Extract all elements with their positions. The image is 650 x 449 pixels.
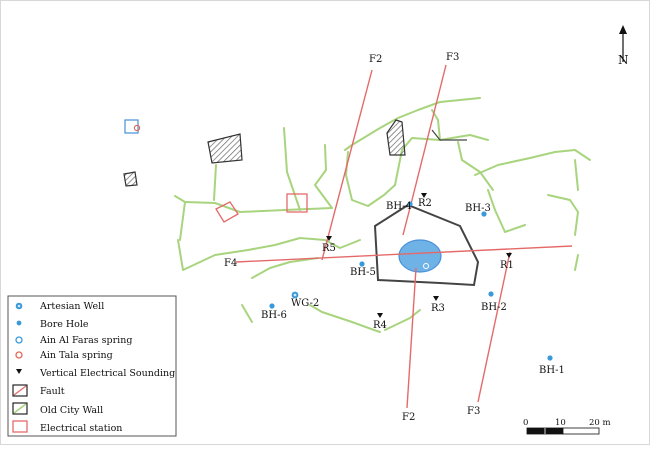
legend-label: Old City Wall bbox=[40, 405, 103, 416]
ves-label: R5 bbox=[322, 243, 336, 254]
wall-segment bbox=[474, 149, 591, 176]
bore-hole-label: BH-1 bbox=[539, 365, 565, 376]
wall-segment bbox=[241, 304, 253, 323]
electrical-station bbox=[124, 119, 139, 134]
ves-label: R2 bbox=[418, 198, 432, 209]
building bbox=[207, 133, 243, 164]
ain-tala-spring-icon bbox=[133, 124, 141, 132]
wall-swatch-icon bbox=[12, 402, 28, 415]
spring-ring-icon bbox=[15, 351, 23, 359]
legend-label: Vertical Electrical Sounding bbox=[39, 368, 175, 379]
ves-label: R1 bbox=[500, 260, 514, 271]
fault-label: F3 bbox=[467, 406, 480, 417]
wall-segment bbox=[213, 164, 217, 201]
wall-segment bbox=[574, 159, 579, 191]
fault-line-f3-south bbox=[477, 251, 511, 403]
fault-label: F4 bbox=[224, 258, 237, 269]
legend-label: Ain Al Faras spring bbox=[39, 335, 132, 346]
fault-line-f3-north bbox=[411, 64, 447, 201]
wall-segment bbox=[283, 127, 301, 211]
artesian-well-icon-core bbox=[293, 293, 297, 297]
ves-markers bbox=[326, 193, 512, 318]
legend-label: Bore Hole bbox=[40, 319, 89, 330]
legend-label: Fault bbox=[40, 386, 65, 397]
fault-line-f2-north bbox=[321, 69, 373, 261]
artesian-well-icon-core bbox=[17, 304, 21, 308]
legend: Artesian Well Bore Hole Ain Al Faras spr… bbox=[7, 295, 177, 437]
spring-ring-icon bbox=[15, 336, 23, 344]
bore-hole-label: BH-2 bbox=[481, 302, 507, 313]
north-arrow: N bbox=[618, 25, 629, 67]
artesian-well-label: WG-2 bbox=[291, 298, 319, 309]
wall-segment bbox=[547, 194, 579, 236]
triangle-down-icon bbox=[433, 296, 439, 301]
scale-label: 0 bbox=[523, 418, 528, 428]
legend-box bbox=[7, 295, 177, 437]
north-label: N bbox=[618, 53, 629, 67]
triangle-down-icon bbox=[16, 369, 22, 374]
bore-hole-label: BH-4 bbox=[386, 201, 412, 212]
wall-segment bbox=[177, 239, 249, 271]
scale-label: 20 m bbox=[589, 418, 611, 428]
wall-segment bbox=[411, 134, 489, 141]
electrical-station bbox=[215, 201, 239, 223]
legend-label: Electrical station bbox=[40, 423, 122, 434]
fault-swatch-line bbox=[13, 385, 27, 396]
triangle-down-icon bbox=[506, 253, 512, 258]
fault-line-f4 bbox=[235, 245, 573, 263]
wall-segment bbox=[314, 144, 333, 209]
fault-label: F2 bbox=[402, 412, 415, 423]
legend-label: Ain Tala spring bbox=[39, 350, 113, 361]
station-swatch-icon bbox=[12, 420, 28, 433]
bore-holes bbox=[269, 201, 553, 361]
bore-hole-icon bbox=[359, 261, 365, 267]
building bbox=[431, 129, 467, 141]
bore-hole-icon bbox=[547, 355, 553, 361]
scale-bar: 0 10 20 m bbox=[523, 418, 611, 435]
central-enclosure bbox=[373, 203, 480, 287]
ain-al-faras-spring-pool bbox=[398, 239, 442, 273]
wall-segment bbox=[384, 309, 421, 331]
wall-segment bbox=[345, 151, 396, 207]
bore-hole-label: BH-5 bbox=[350, 267, 376, 278]
electrical-station bbox=[286, 193, 308, 213]
ves-label: R3 bbox=[431, 303, 445, 314]
bore-hole-icon bbox=[269, 303, 275, 309]
wall-segment bbox=[487, 189, 526, 233]
fault-swatch-icon bbox=[12, 384, 28, 397]
old-city-walls bbox=[174, 97, 591, 333]
ves-label: R4 bbox=[373, 320, 387, 331]
legend-label: Artesian Well bbox=[39, 301, 104, 312]
fault-line-f2-south bbox=[406, 267, 417, 409]
north-arrow-icon bbox=[619, 25, 627, 34]
wall-segment bbox=[309, 304, 381, 333]
bore-hole-icon bbox=[407, 201, 413, 207]
bore-hole-icon bbox=[488, 291, 494, 297]
fault-label: F3 bbox=[446, 52, 459, 63]
building bbox=[386, 119, 406, 156]
wall-segment bbox=[251, 257, 319, 279]
triangle-down-icon bbox=[421, 193, 427, 198]
bore-hole-icon bbox=[16, 320, 22, 326]
scale-label: 10 bbox=[555, 418, 566, 428]
fault-label: F2 bbox=[369, 54, 382, 65]
wall-segment bbox=[574, 254, 579, 271]
bore-hole-label: BH-6 bbox=[261, 310, 287, 321]
building bbox=[123, 171, 138, 187]
wall-segment bbox=[247, 237, 361, 251]
triangle-down-icon bbox=[326, 236, 332, 241]
wall-segment bbox=[457, 141, 494, 191]
bore-hole-icon bbox=[481, 211, 487, 217]
scale-bar-segment bbox=[562, 427, 600, 435]
triangle-down-icon bbox=[377, 313, 383, 318]
ain-al-faras-spring-icon bbox=[423, 263, 429, 269]
bore-hole-label: BH-3 bbox=[465, 203, 491, 214]
wall-swatch-line bbox=[13, 403, 27, 414]
